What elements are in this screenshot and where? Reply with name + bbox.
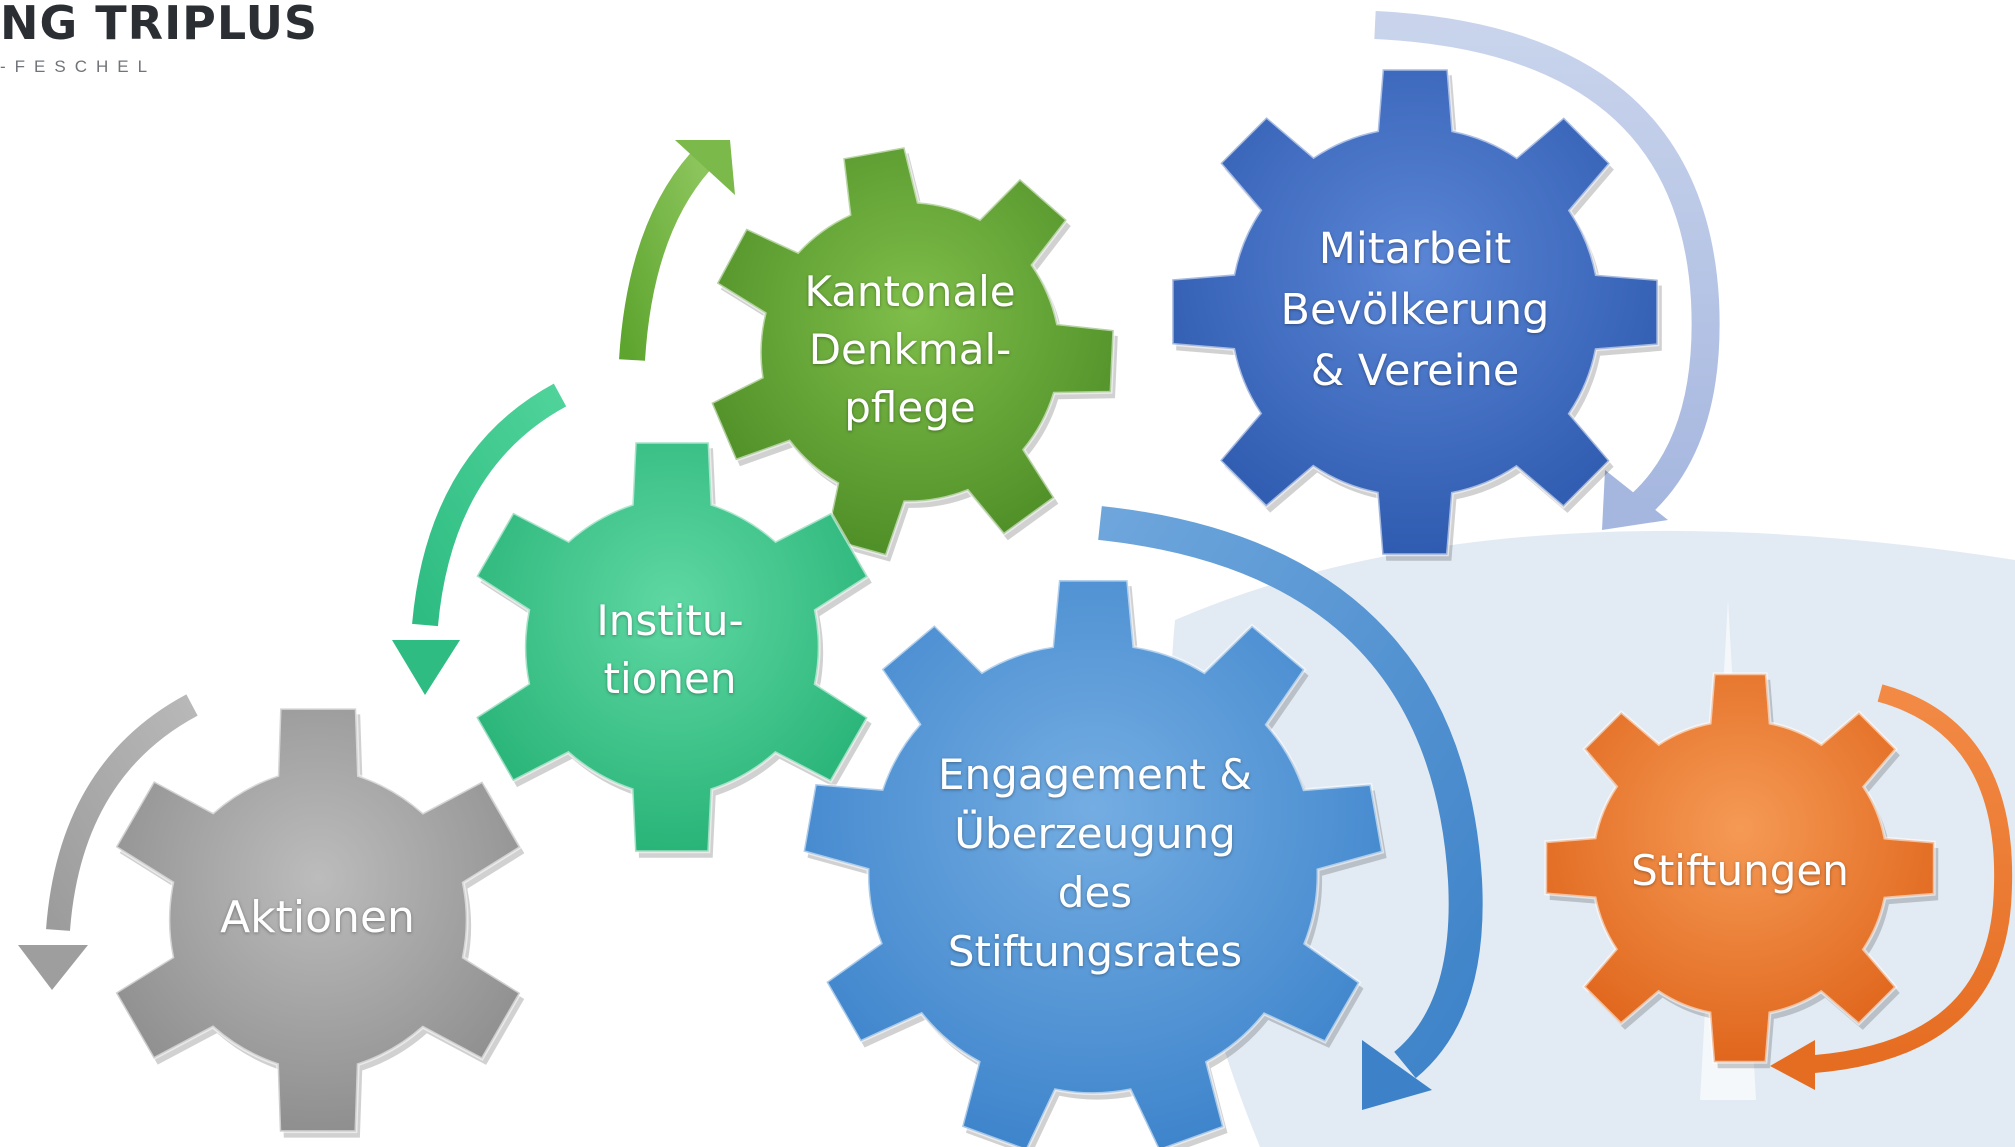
gear-label-line: Stiftungen [1631,846,1849,895]
arrow-orange [1770,684,2013,1090]
gear-engagement [801,578,1385,1147]
gear-label-line: Institu- [596,596,744,645]
gear-label-line: Kantonale [804,267,1016,316]
gear-aktionen [113,706,523,1134]
gear-label-mitarbeit: Mitarbeit Bevölkerung & Vereine [1215,215,1615,405]
gear-label-engagement: Engagement & Überzeugung des Stiftungsra… [900,743,1290,983]
gear-label-line: Denkmal- [808,325,1012,374]
arrow-gray [18,694,198,990]
arrow-green [619,140,735,361]
gear-label-line: pflege [844,383,976,432]
gear-label-stiftungen: Stiftungen [1570,838,1910,904]
gear-label-line: tionen [603,654,737,703]
gear-label-kantonale-denkmalpflege: Kantonale Denkmal- pflege [710,250,1110,450]
logo-subtitle: -FESCHEL [0,57,157,76]
logo-title: NG TRIPLUS [0,0,319,50]
gear-institutionen [474,440,870,854]
gear-label-line: Mitarbeit [1318,223,1512,274]
gear-label-line: Aktionen [220,892,415,943]
arrow-blue [1098,506,1483,1110]
gear-label-line: Engagement & [938,750,1252,799]
gear-label-aktionen: Aktionen [160,885,475,951]
gear-label-line: Überzeugung [954,809,1236,858]
gear-label-line: & Vereine [1310,345,1520,396]
arrow-teal [392,383,567,695]
gear-kantonale-denkmalpflege [709,145,1116,558]
gear-label-line: Bevölkerung [1280,284,1550,335]
gear-label-line: Stiftungsrates [947,927,1243,976]
gear-mitarbeit [1170,67,1660,557]
gear-label-line: des [1057,868,1133,917]
gear-stiftungen [1544,672,1936,1064]
arrow-navy [1374,11,1720,530]
gears-layer [113,67,1939,1147]
gear-label-institutionen: Institu- tionen [515,590,825,710]
